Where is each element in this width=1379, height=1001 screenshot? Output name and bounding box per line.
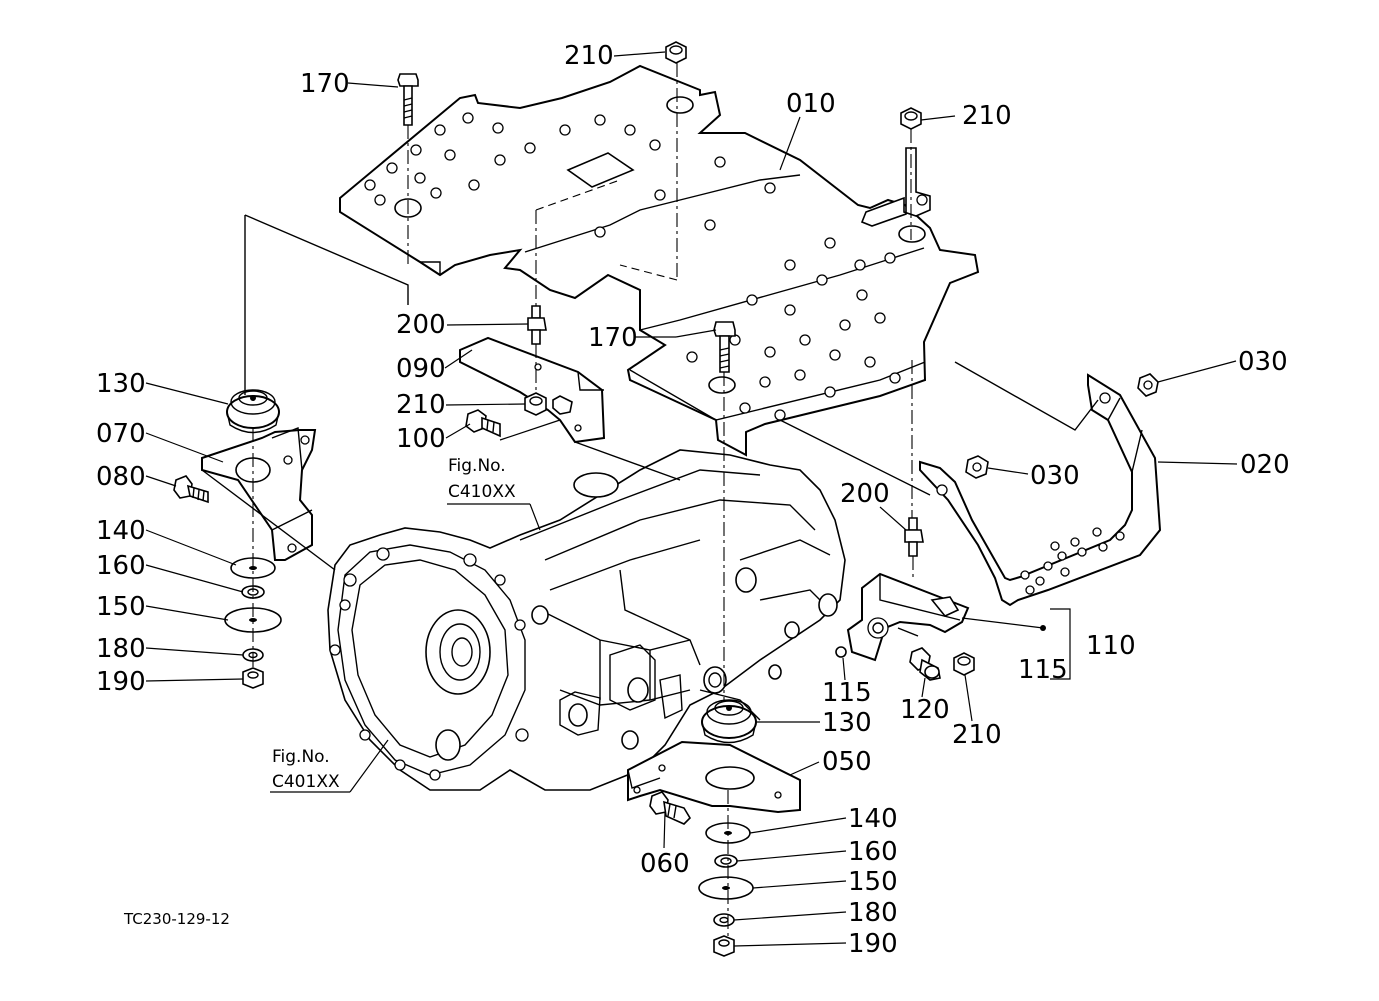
callout-190-rear: 190 (848, 929, 898, 959)
callout-170-left: 170 (300, 69, 350, 99)
drawing-id: TC230-129-12 (123, 910, 230, 928)
callout-030-lower: 030 (1030, 461, 1080, 491)
bolt-060 (649, 791, 692, 825)
rubber-mount-rear (701, 699, 757, 744)
callout-130-rear: 130 (822, 708, 872, 738)
callout-180-left: 180 (96, 634, 146, 664)
bolt-120 (909, 647, 941, 681)
callout-labels: 210 170 010 210 200 170 090 210 100 130 … (96, 41, 1290, 959)
callout-020: 020 (1240, 450, 1290, 480)
nut-210-center (524, 392, 547, 416)
bolt-170-center (713, 321, 736, 373)
nut-190-rear (713, 935, 735, 957)
callout-120: 120 (900, 695, 950, 725)
callout-190-left: 190 (96, 667, 146, 697)
callout-130-left: 130 (96, 369, 146, 399)
transmission-case (327, 449, 846, 791)
floor-plate (339, 64, 980, 457)
callout-180-rear: 180 (848, 898, 898, 928)
callout-200-right: 200 (840, 479, 890, 509)
fig-ref-code: C401XX (272, 772, 340, 792)
fig-ref-prefix: Fig.No. (272, 747, 330, 767)
washer-140-left (230, 557, 276, 579)
right-step-bracket (919, 373, 1162, 607)
assembly-centerlines (201, 63, 1099, 936)
callout-210-right: 210 (952, 720, 1002, 750)
nut-190-left (242, 667, 264, 689)
callout-210-top: 210 (564, 41, 614, 71)
left-mount-bracket (201, 427, 317, 561)
callout-090: 090 (396, 354, 446, 384)
nut-210-right (953, 652, 975, 676)
leader-lines (145, 51, 1238, 947)
plate-bolt-pattern (364, 112, 901, 421)
washer-180-rear (713, 913, 735, 927)
callout-160-rear: 160 (848, 837, 898, 867)
callout-160-left: 160 (96, 551, 146, 581)
bolt-030-lower (965, 455, 989, 479)
fig-ref-c410xx: Fig.No. C410XX (448, 456, 516, 502)
callout-150-rear: 150 (848, 867, 898, 897)
rear-plate-bracket (860, 147, 931, 227)
callout-115-bracket: 115 (1018, 655, 1068, 685)
callout-140-rear: 140 (848, 804, 898, 834)
stud-200-center (527, 305, 547, 345)
callout-110: 110 (1086, 631, 1136, 661)
callout-140-left: 140 (96, 516, 146, 546)
callout-030-upper: 030 (1238, 347, 1288, 377)
rubber-mount-left (226, 389, 280, 434)
bolt-170-left (397, 73, 419, 126)
callout-060: 060 (640, 849, 690, 879)
bolt-080 (173, 475, 209, 504)
washer-150-rear (698, 876, 754, 900)
callout-070: 070 (96, 419, 146, 449)
fig-ref-c401xx: Fig.No. C401XX (272, 747, 340, 792)
bolt-030-upper (1137, 373, 1159, 397)
callout-150-left: 150 (96, 592, 146, 622)
callout-050: 050 (822, 747, 872, 777)
callout-115: 115 (822, 678, 872, 708)
stud-200-right (904, 517, 924, 557)
callout-010: 010 (786, 89, 836, 119)
callout-100: 100 (396, 424, 446, 454)
bolt-100 (465, 409, 501, 438)
nut-210-top (665, 41, 687, 64)
nut-210-top-right (900, 107, 922, 130)
callout-210-top-right: 210 (962, 101, 1012, 131)
callout-200-center: 200 (396, 310, 446, 340)
fig-ref-code: C410XX (448, 482, 516, 502)
washer-160-rear (714, 854, 738, 868)
fig-ref-prefix: Fig.No. (448, 456, 506, 476)
rear-mount-bracket (627, 740, 801, 814)
switch-assembly (846, 572, 970, 662)
callout-210-center: 210 (396, 390, 446, 420)
callout-170-center: 170 (588, 323, 638, 353)
callout-080: 080 (96, 462, 146, 492)
